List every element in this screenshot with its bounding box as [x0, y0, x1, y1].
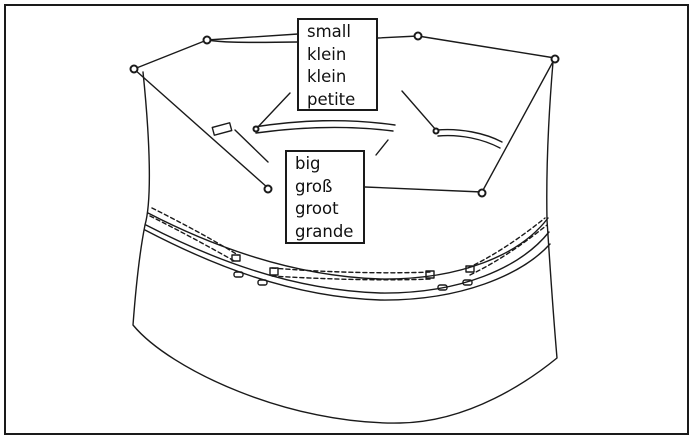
zipper-pull: [465, 265, 475, 273]
tube-small-left: [253, 119, 396, 128]
size-label-small: small klein klein petite: [297, 18, 378, 111]
label-line: klein: [307, 67, 347, 86]
zipper-center: [271, 267, 433, 274]
hook: [129, 64, 139, 74]
label-line: small: [307, 22, 351, 41]
top-frame-line: [377, 35, 556, 59]
top-frame-line: [133, 33, 299, 70]
hook: [432, 127, 440, 135]
size-label-big: big groß groot grande: [285, 150, 365, 244]
zipper-pull: [269, 267, 279, 276]
cross-bar: [364, 186, 483, 193]
tube-small-right: [436, 128, 503, 143]
seam-band: [147, 212, 549, 280]
hook: [413, 31, 423, 41]
snap-button: [462, 279, 473, 286]
zipper-pull: [231, 254, 241, 262]
hook: [252, 125, 260, 133]
pointer-line: [401, 90, 437, 131]
strut-right: [481, 57, 556, 193]
label-line: groot: [295, 199, 339, 218]
seam-band: [144, 229, 551, 301]
top-frame-line: [206, 39, 299, 44]
hook: [263, 184, 273, 194]
hook: [550, 54, 560, 64]
label-line: grande: [295, 221, 354, 241]
zipper-center: [271, 275, 433, 281]
zipper-left: [151, 207, 239, 256]
tube-small-left: [255, 126, 394, 134]
strut-left: [133, 68, 269, 189]
zipper-pull: [425, 270, 435, 279]
pointer-line: [256, 92, 291, 129]
pointer-line: [375, 139, 389, 156]
zipper-right: [467, 217, 546, 269]
zipper-left: [149, 215, 237, 263]
pointer-line: [234, 129, 269, 163]
tube-small-right: [437, 134, 501, 149]
hook: [477, 188, 487, 198]
hook: [202, 35, 212, 45]
label-line: petite: [307, 89, 356, 109]
label-line: big: [295, 154, 321, 173]
snap-button: [437, 284, 448, 291]
snap-button: [257, 279, 268, 286]
label-line: groß: [295, 176, 333, 196]
strut-clip: [211, 122, 233, 136]
seam-band: [145, 224, 550, 294]
zipper-right: [469, 224, 548, 276]
snap-button: [233, 271, 244, 278]
label-line: klein: [307, 44, 347, 64]
